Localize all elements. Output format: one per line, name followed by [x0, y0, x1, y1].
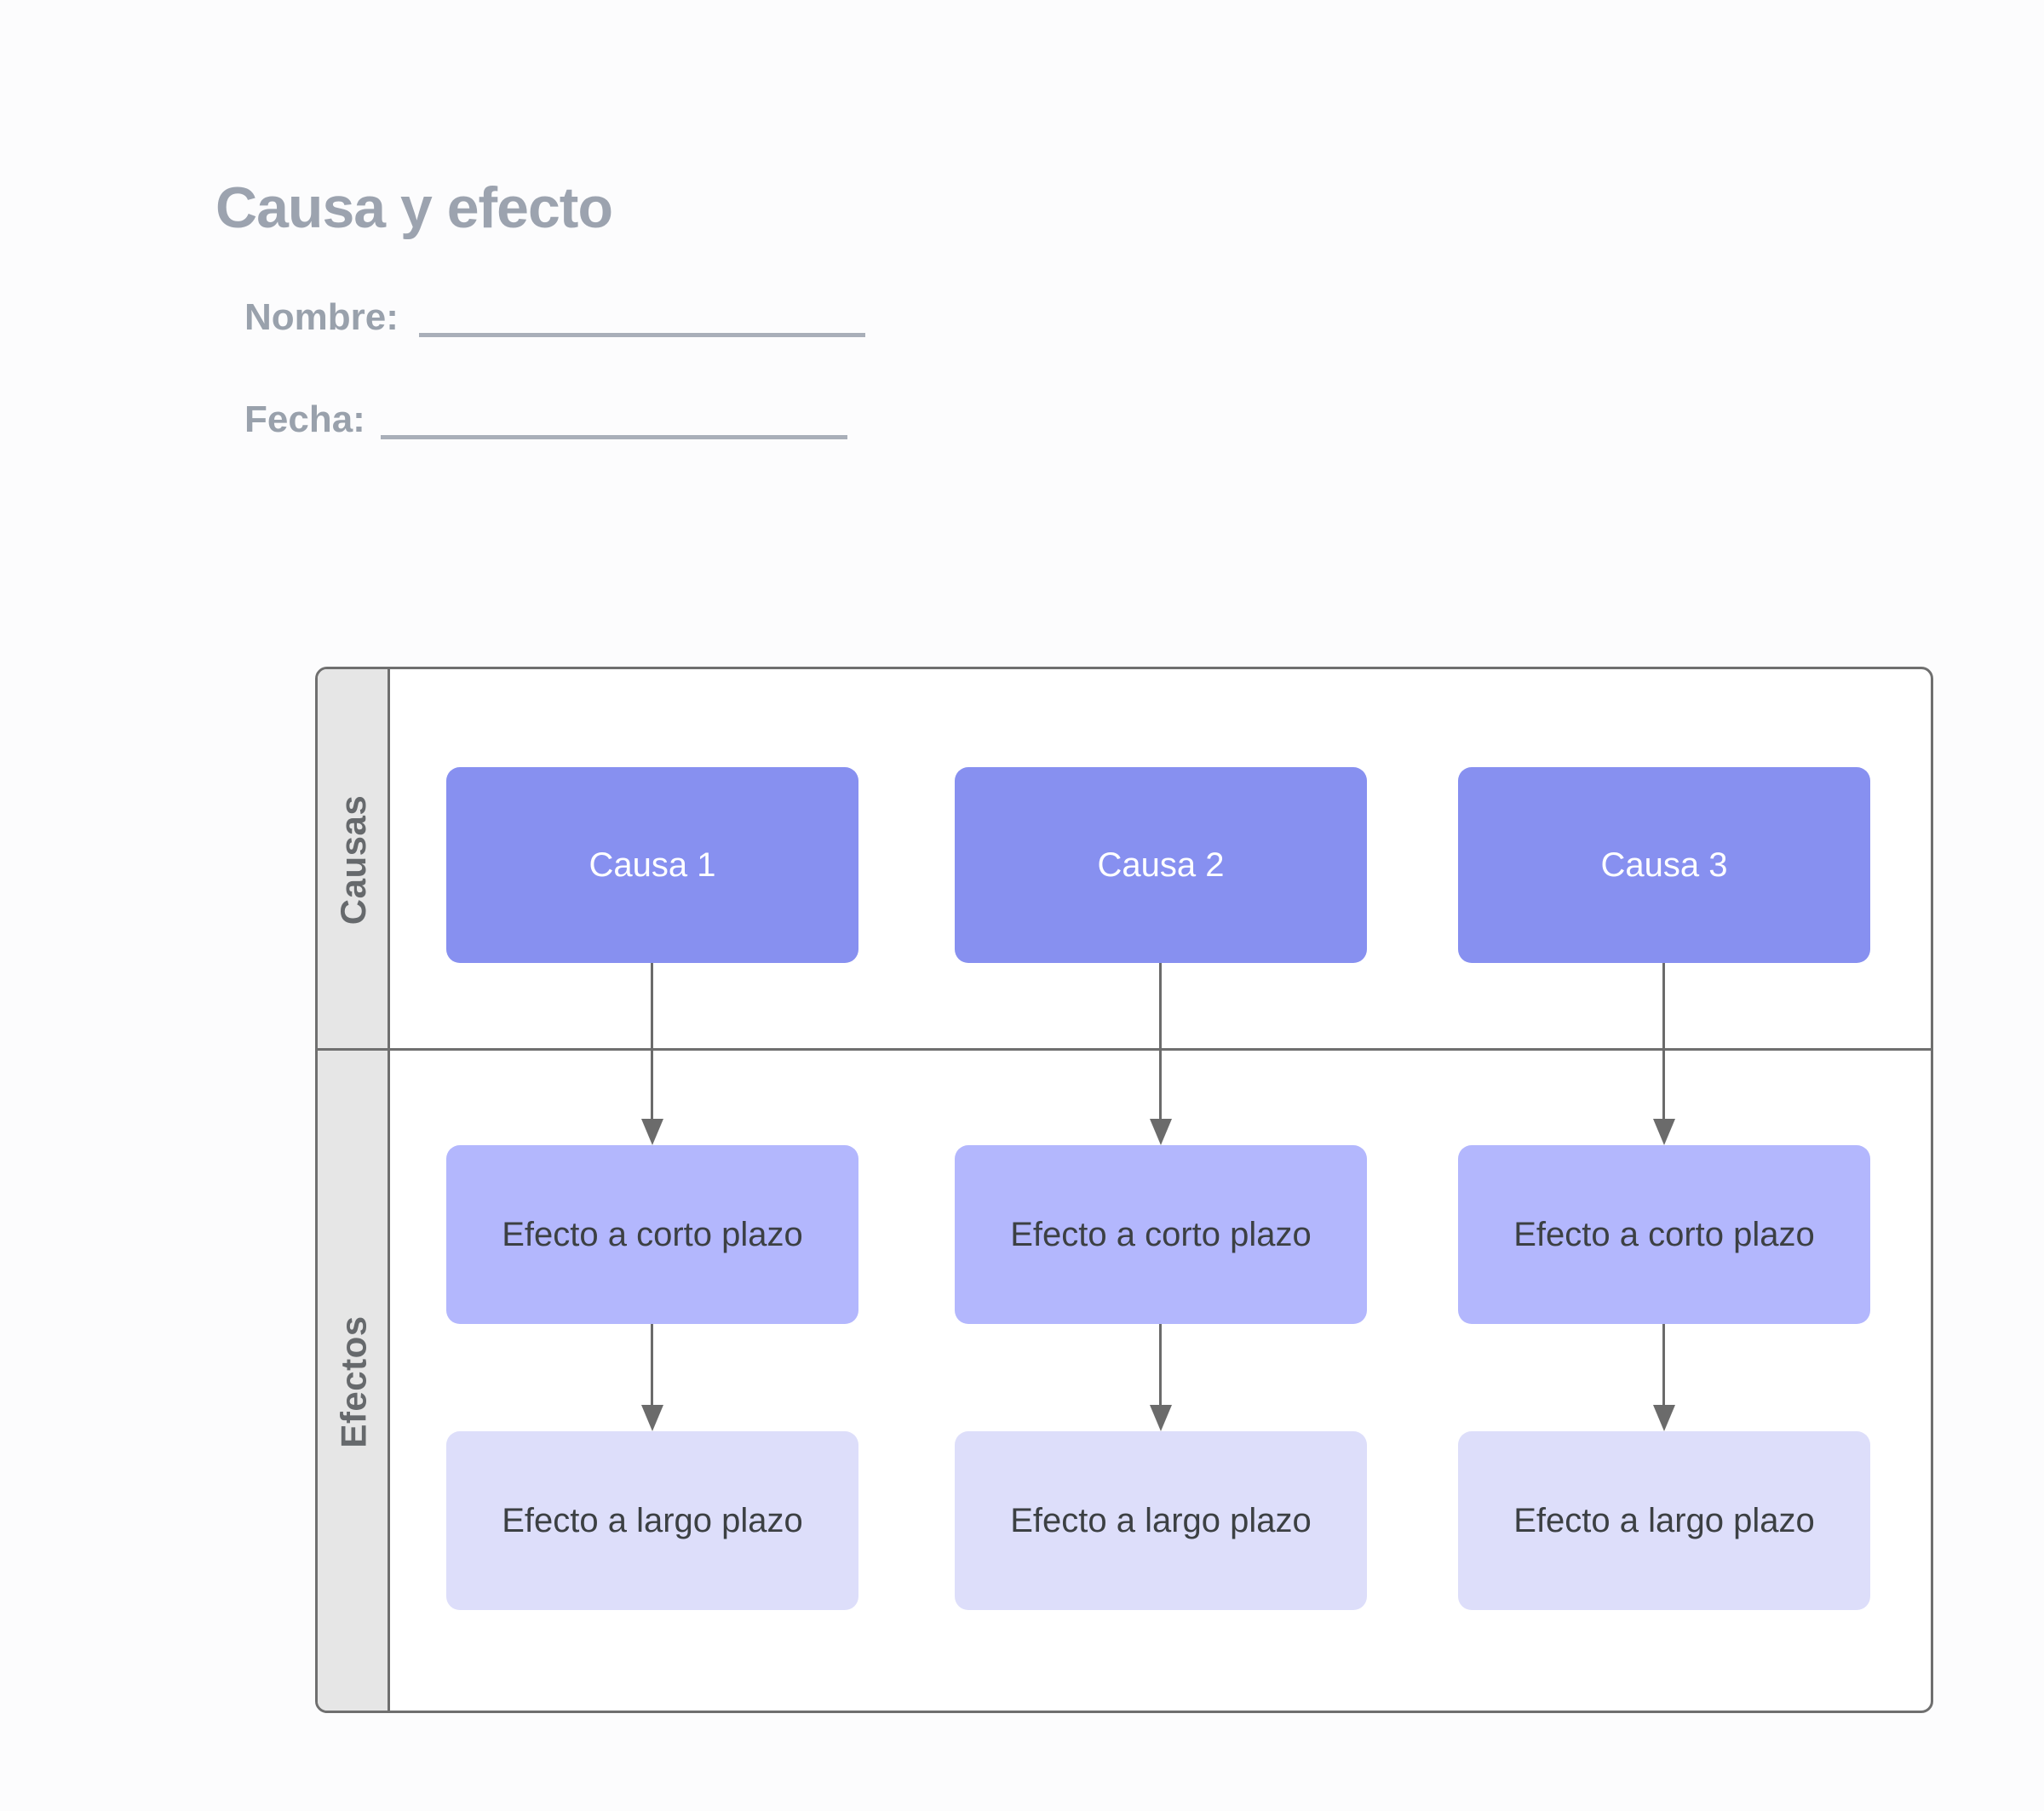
arrow-cause3-to-short — [1662, 963, 1665, 1120]
cause-2-box[interactable]: Causa 2 — [955, 767, 1367, 963]
date-label: Fecha: — [244, 398, 365, 440]
arrowhead-icon — [1150, 1405, 1172, 1431]
short-effect-3-label: Efecto a corto plazo — [1513, 1215, 1815, 1253]
page-title: Causa y efecto — [215, 175, 613, 240]
arrow-cause1-to-short — [651, 963, 653, 1120]
row-header-efectos-label: Efectos — [333, 1315, 374, 1448]
arrowhead-icon — [641, 1119, 663, 1145]
cause-1-box[interactable]: Causa 1 — [446, 767, 858, 963]
long-effect-3-box[interactable]: Efecto a largo plazo — [1458, 1431, 1870, 1610]
long-effect-1-label: Efecto a largo plazo — [502, 1501, 803, 1539]
arrowhead-icon — [1653, 1405, 1675, 1431]
short-effect-3-box[interactable]: Efecto a corto plazo — [1458, 1145, 1870, 1324]
long-effect-2-box[interactable]: Efecto a largo plazo — [955, 1431, 1367, 1610]
arrowhead-icon — [641, 1405, 663, 1431]
long-effect-3-label: Efecto a largo plazo — [1513, 1501, 1815, 1539]
arrow-cause2-to-short — [1159, 963, 1162, 1120]
long-effect-1-box[interactable]: Efecto a largo plazo — [446, 1431, 858, 1610]
cause-1-label: Causa 1 — [589, 845, 716, 884]
short-effect-1-label: Efecto a corto plazo — [502, 1215, 803, 1253]
row-header-efectos: Efectos — [318, 1051, 390, 1713]
cause-2-label: Causa 2 — [1097, 845, 1225, 884]
row-header-causas-label: Causas — [333, 794, 374, 926]
name-label: Nombre: — [244, 296, 399, 338]
row-divider — [318, 1048, 1931, 1051]
cause-3-label: Causa 3 — [1600, 845, 1728, 884]
cause-3-box[interactable]: Causa 3 — [1458, 767, 1870, 963]
long-effect-2-label: Efecto a largo plazo — [1010, 1501, 1312, 1539]
date-write-line[interactable] — [381, 435, 847, 439]
short-effect-1-box[interactable]: Efecto a corto plazo — [446, 1145, 858, 1324]
row-header-column — [318, 669, 390, 1711]
short-effect-2-box[interactable]: Efecto a corto plazo — [955, 1145, 1367, 1324]
cause-effect-table: Causas Efectos Causa 1 Efecto a corto pl… — [315, 667, 1933, 1713]
short-effect-2-label: Efecto a corto plazo — [1010, 1215, 1312, 1253]
arrowhead-icon — [1653, 1119, 1675, 1145]
row-header-causas: Causas — [318, 669, 390, 1051]
name-write-line[interactable] — [419, 333, 865, 337]
arrow-short2-to-long — [1159, 1324, 1162, 1406]
arrow-short3-to-long — [1662, 1324, 1665, 1406]
arrowhead-icon — [1150, 1119, 1172, 1145]
arrow-short1-to-long — [651, 1324, 653, 1406]
